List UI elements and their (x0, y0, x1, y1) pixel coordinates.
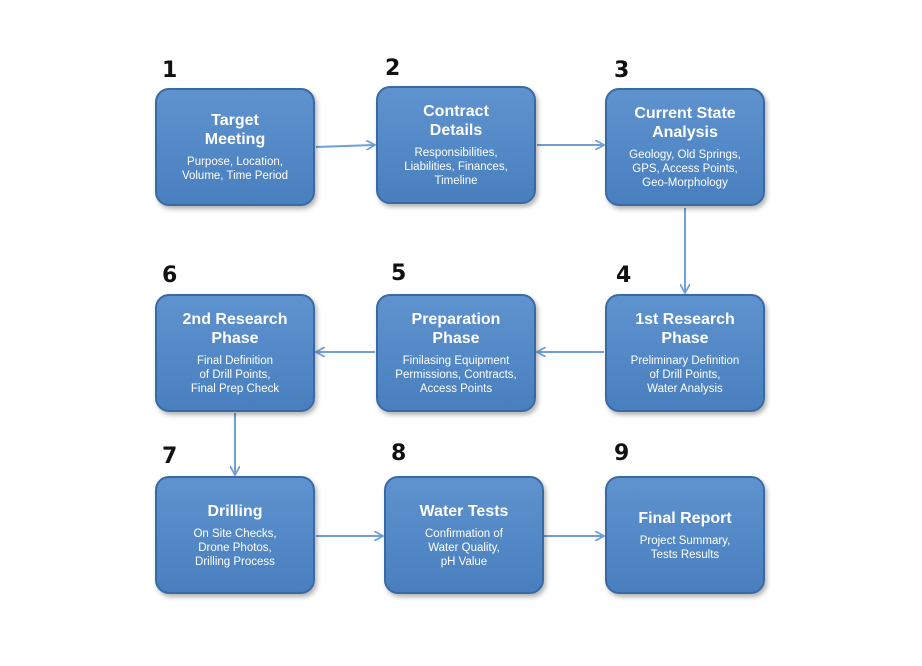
step-title: 1st Research Phase (635, 311, 735, 347)
step-title: Water Tests (419, 502, 509, 520)
step-number-4: 4 (616, 263, 632, 288)
step-box-contract-details: Contract Details Responsibilities, Liabi… (376, 86, 536, 204)
step-title: Target Meeting (204, 112, 266, 148)
step-number-3: 3 (614, 58, 630, 83)
step-title: Drilling (207, 502, 263, 520)
step-description: Responsibilities, Liabilities, Finances,… (404, 147, 508, 187)
step-box-water-tests: Water Tests Confirmation of Water Qualit… (384, 476, 544, 594)
step-description: On Site Checks, Drone Photos, Drilling P… (193, 527, 277, 568)
step-number-8: 8 (391, 441, 407, 466)
step-title: Contract Details (423, 103, 489, 139)
step-box-target-meeting: Target Meeting Purpose, Location, Volume… (155, 88, 315, 206)
step-title: 2nd Research Phase (182, 311, 288, 347)
step-title: Current State Analysis (634, 105, 736, 141)
step-description: Preliminary Definition of Drill Points, … (630, 355, 740, 395)
step-box-1st-research-phase: 1st Research Phase Preliminary Definitio… (605, 294, 765, 412)
step-number-6: 6 (162, 263, 178, 288)
step-description: Finilasing Equipment Permissions, Contra… (395, 355, 517, 395)
step-box-drilling: Drilling On Site Checks, Drone Photos, D… (155, 476, 315, 594)
step-box-current-state-analysis: Current State Analysis Geology, Old Spri… (605, 88, 765, 206)
step-title: Final Report (638, 509, 732, 527)
step-number-9: 9 (614, 441, 630, 466)
step-number-1: 1 (162, 58, 178, 83)
step-box-2nd-research-phase: 2nd Research Phase Final Definition of D… (155, 294, 315, 412)
step-number-5: 5 (391, 261, 407, 286)
step-box-preparation-phase: Preparation Phase Finilasing Equipment P… (376, 294, 536, 412)
step-description: Confirmation of Water Quality, pH Value (425, 527, 503, 568)
step-description: Project Summary, Tests Results (639, 534, 731, 561)
step-description: Purpose, Location, Volume, Time Period (181, 156, 289, 182)
step-box-final-report: Final Report Project Summary, Tests Resu… (605, 476, 765, 594)
step-title: Preparation Phase (411, 311, 501, 347)
step-number-7: 7 (162, 444, 178, 469)
arrow-1-to-2 (315, 145, 374, 147)
step-description: Geology, Old Springs, GPS, Access Points… (629, 149, 741, 189)
step-number-2: 2 (385, 56, 401, 81)
step-description: Final Definition of Drill Points, Final … (190, 355, 280, 395)
